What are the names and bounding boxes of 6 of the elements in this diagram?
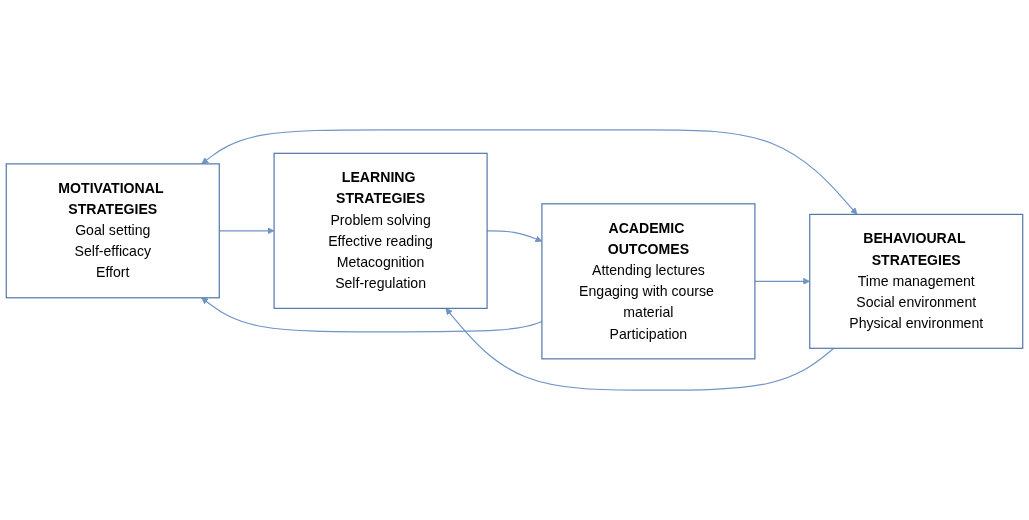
node-box: ACADEMIC OUTCOMES Attending lectures Engaging with course material Participation (541, 203, 756, 360)
node-box: LEARNING STRATEGIES Problem solving Effective reading Metacognition Self-regulation (273, 152, 488, 309)
node-box: MOTIVATIONAL STRATEGIES Goal setting Self-efficacy Effort (5, 163, 220, 299)
arrow (445, 308, 835, 391)
node-box: BEHAVIOURAL STRATEGIES Time management Social environment Physical environment (809, 213, 1024, 349)
arrow (201, 129, 858, 215)
